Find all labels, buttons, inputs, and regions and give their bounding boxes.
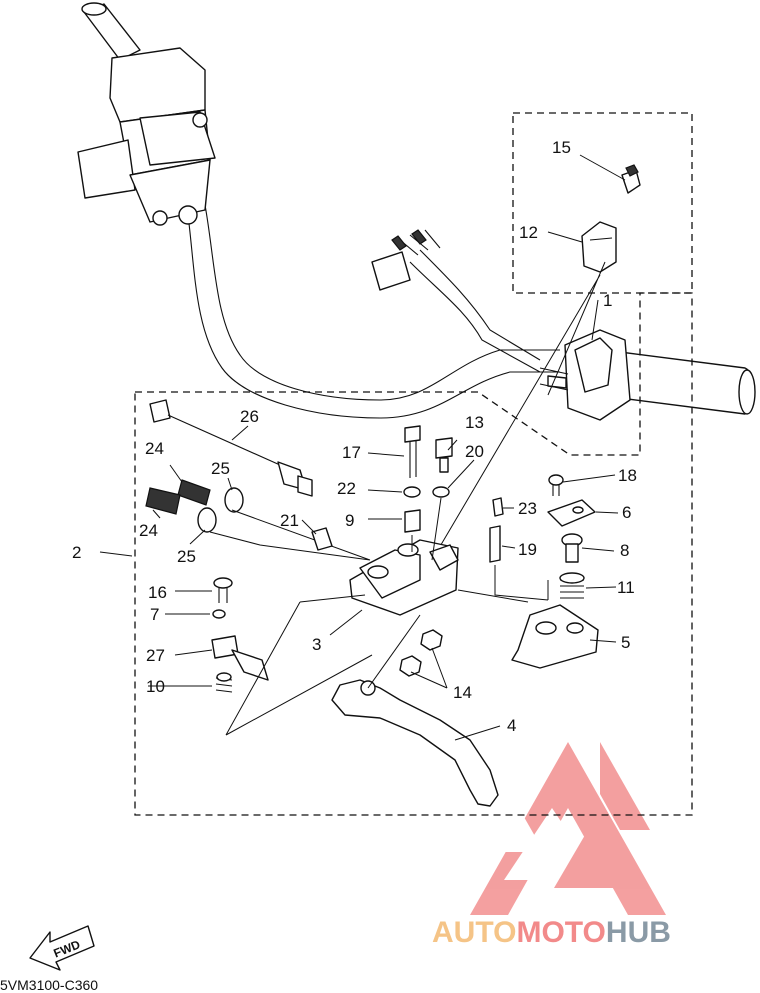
connector bbox=[371, 251, 411, 291]
callout-2: 2 bbox=[72, 543, 81, 562]
callout-26: 26 bbox=[240, 407, 259, 426]
callout-labels: 1 2 3 4 5 6 7 8 9 10 11 12 13 14 15 16 1… bbox=[72, 138, 637, 735]
callout-6: 6 bbox=[622, 503, 631, 522]
part-24-adjusters bbox=[145, 479, 211, 515]
part-6-plate bbox=[547, 499, 596, 527]
part-9-collar bbox=[404, 509, 421, 533]
callout-25a: 25 bbox=[211, 459, 230, 478]
part-21 bbox=[311, 527, 333, 551]
watermark-logo bbox=[470, 742, 666, 915]
callout-13: 13 bbox=[465, 413, 484, 432]
diagram-code: 5VM3100-C360 bbox=[0, 977, 98, 993]
watermark-part-3: HUB bbox=[606, 916, 671, 949]
part-26-cable bbox=[149, 399, 313, 497]
callout-1: 1 bbox=[603, 291, 612, 310]
watermark-part-2: MOTO bbox=[516, 916, 605, 949]
callout-3: 3 bbox=[312, 635, 321, 654]
callout-24a: 24 bbox=[145, 439, 164, 458]
callout-15: 15 bbox=[552, 138, 571, 157]
callout-24b: 24 bbox=[139, 521, 158, 540]
callout-14: 14 bbox=[453, 683, 472, 702]
callout-22: 22 bbox=[337, 479, 356, 498]
callout-25b: 25 bbox=[177, 547, 196, 566]
callout-18: 18 bbox=[618, 466, 637, 485]
master-cylinder bbox=[77, 2, 216, 226]
part-11-spring bbox=[559, 572, 585, 599]
part-3-bracket bbox=[349, 539, 459, 616]
callout-8: 8 bbox=[620, 541, 629, 560]
leader-lines bbox=[99, 154, 626, 741]
part-7-washer bbox=[212, 609, 226, 619]
part-27-switch bbox=[211, 635, 269, 681]
handlebar bbox=[187, 204, 756, 419]
callout-19: 19 bbox=[518, 540, 537, 559]
callout-23: 23 bbox=[518, 499, 537, 518]
part-19-pin bbox=[489, 525, 501, 563]
callout-10: 10 bbox=[146, 677, 165, 696]
callout-17: 17 bbox=[342, 443, 361, 462]
part-17-bolt bbox=[404, 425, 421, 478]
part-25-nuts bbox=[197, 487, 244, 533]
callout-4: 4 bbox=[507, 716, 516, 735]
callout-16: 16 bbox=[148, 583, 167, 602]
callout-20: 20 bbox=[465, 442, 484, 461]
watermark-text: AUTOMOTOHUB bbox=[432, 916, 671, 949]
part-1-switch bbox=[539, 329, 631, 421]
callout-21: 21 bbox=[280, 511, 299, 530]
part-10-spring bbox=[215, 672, 233, 693]
callout-27: 27 bbox=[146, 646, 165, 665]
part-16-screw bbox=[213, 577, 233, 603]
watermark-part-1: AUTO bbox=[432, 916, 516, 949]
callout-9: 9 bbox=[345, 511, 354, 530]
part-23-pin bbox=[492, 497, 504, 517]
part-20-washer bbox=[432, 486, 450, 498]
part-12-clamp bbox=[581, 221, 617, 273]
callout-7: 7 bbox=[150, 605, 159, 624]
callout-12: 12 bbox=[519, 223, 538, 242]
part-5-lock-lever bbox=[511, 604, 599, 669]
part-22-washer bbox=[403, 486, 421, 498]
callout-11: 11 bbox=[617, 578, 635, 597]
fwd-arrow: FWD bbox=[29, 925, 95, 971]
part-8-plunger bbox=[561, 533, 583, 563]
part-15-screw bbox=[621, 164, 641, 194]
part-18-screw bbox=[548, 474, 564, 496]
part-14-nuts bbox=[399, 629, 443, 677]
callout-5: 5 bbox=[621, 633, 630, 652]
part-13-bolt bbox=[435, 437, 453, 473]
part-4-lever bbox=[331, 614, 499, 807]
